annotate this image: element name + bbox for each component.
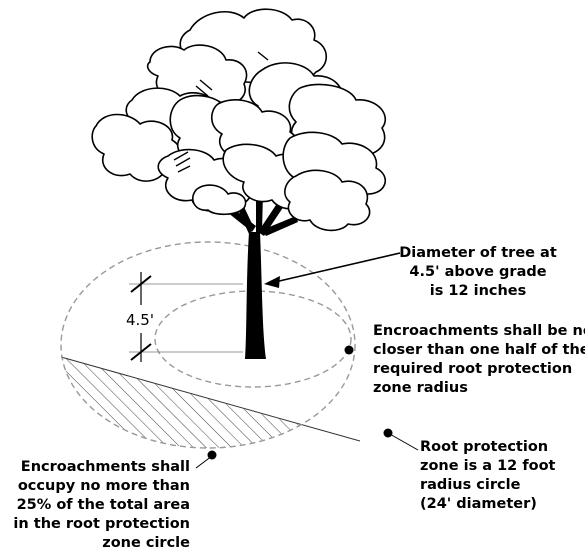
encroachment-hatched-area (61, 357, 355, 448)
height-measurement (129, 272, 243, 362)
root-zone-callout-line: radius circle (420, 477, 521, 493)
canopy-shading (173, 51, 269, 173)
dbh-leader (264, 252, 401, 288)
tree-canopy (91, 8, 387, 232)
half-radius-callout-line: closer than one half of the (373, 342, 585, 358)
encroach-area-callout-dot (207, 450, 217, 460)
encroach-area-callout: Encroachments shall occupy no more than … (4, 458, 190, 553)
dbh-callout-line: 4.5' above grade (409, 264, 547, 280)
encroachment-boundary-line (60, 356, 361, 442)
dbh-callout-line: is 12 inches (429, 283, 527, 299)
half-radius-callout-line: zone radius (373, 380, 468, 396)
root-zone-callout-dot (383, 428, 393, 438)
dbh-callout-line: Diameter of tree at (399, 245, 557, 261)
height-label: 4.5' (126, 311, 154, 329)
half-radius-callout-line: Encroachments shall be no (373, 323, 585, 339)
encroach-area-callout-line: in the root protection (13, 516, 190, 532)
half-radius-callout: Encroachments shall be no closer than on… (373, 322, 585, 398)
tree-trunk (245, 232, 266, 359)
root-protection-zone-circle (60, 241, 356, 449)
root-zone-callout-line: (24' diameter) (420, 496, 537, 512)
dbh-callout: Diameter of tree at 4.5' above grade is … (397, 244, 559, 301)
encroach-area-callout-line: Encroachments shall (20, 459, 190, 475)
encroach-area-callout-line: occupy no more than (17, 478, 190, 494)
root-zone-callout-line: zone is a 12 foot (420, 458, 556, 474)
half-radius-callout-line: required root protection (373, 361, 573, 377)
root-zone-callout: Root protection zone is a 12 foot radius… (420, 438, 555, 514)
half-radius-callout-dot (344, 345, 354, 355)
encroach-area-callout-line: zone circle (102, 535, 190, 551)
encroach-area-callout-line: 25% of the total area (16, 497, 190, 513)
root-zone-callout-line: Root protection (420, 439, 549, 455)
